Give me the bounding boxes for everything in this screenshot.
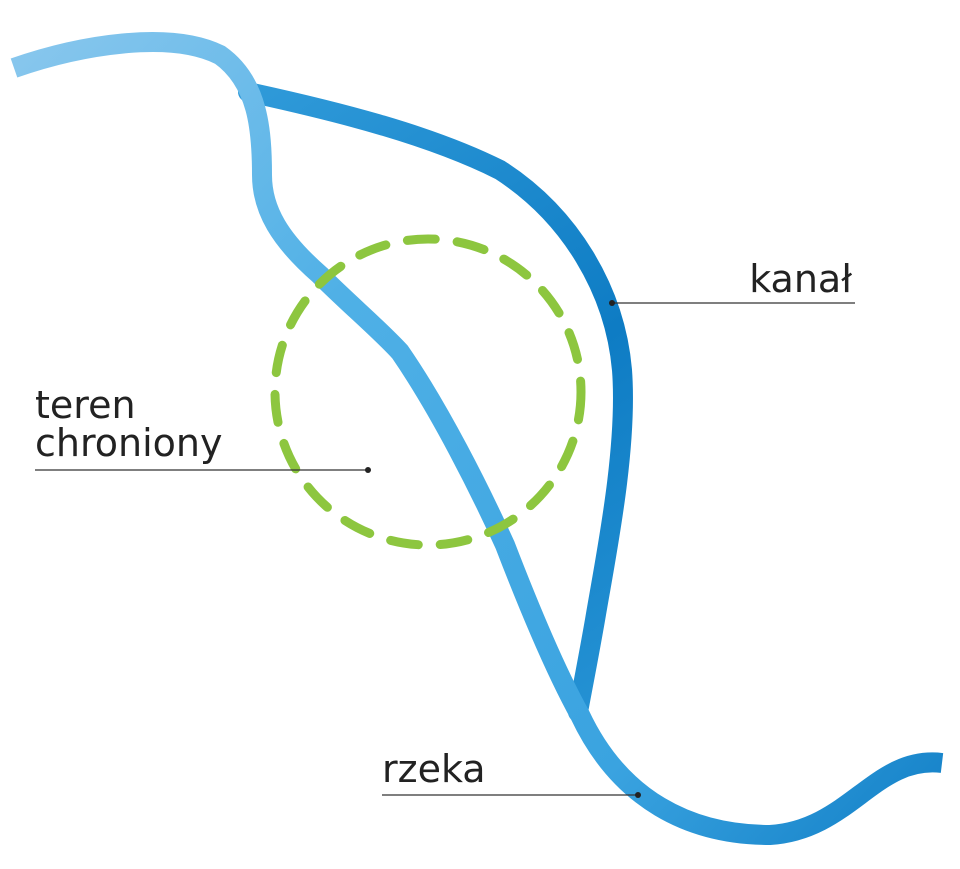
river-path <box>10 32 944 845</box>
river-leader-dot <box>635 792 641 798</box>
protected-area-circle <box>270 234 586 550</box>
river-label: rzeka <box>382 747 486 791</box>
canal-leader-dot <box>609 300 615 306</box>
canal-path <box>238 82 633 722</box>
canal-label: kanał <box>749 257 852 301</box>
protected-area-label-line2: chroniony <box>35 421 222 465</box>
protected-area-label-line1: teren <box>35 383 136 427</box>
protected-leader-dot <box>365 467 371 473</box>
